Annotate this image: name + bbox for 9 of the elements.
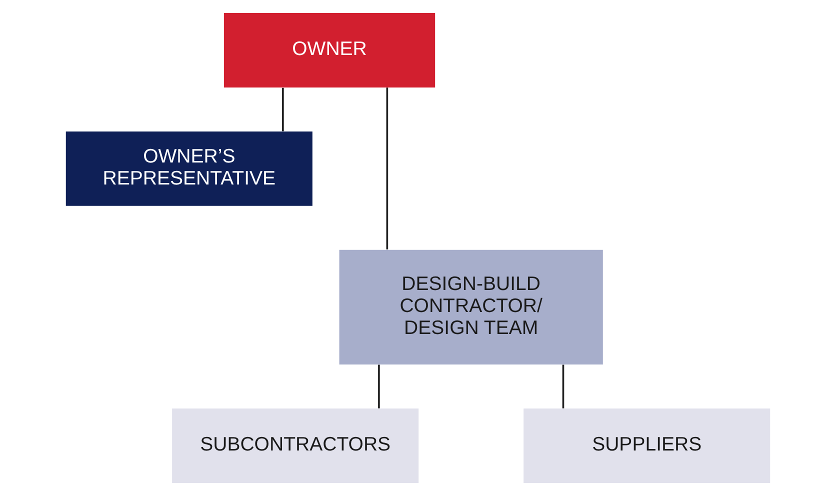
connector	[378, 364, 380, 408]
connector	[282, 88, 284, 132]
node-box: SUPPLIERS	[523, 408, 770, 483]
node-box: DESIGN-BUILD CONTRACTOR/ DESIGN TEAM	[338, 250, 602, 365]
node-box: OWNER’S REPRESENTATIVE	[65, 131, 312, 206]
node-box: SUBCONTRACTORS	[172, 408, 418, 483]
node-box: OWNER	[223, 13, 435, 88]
connector	[386, 88, 388, 250]
connector	[562, 364, 564, 408]
